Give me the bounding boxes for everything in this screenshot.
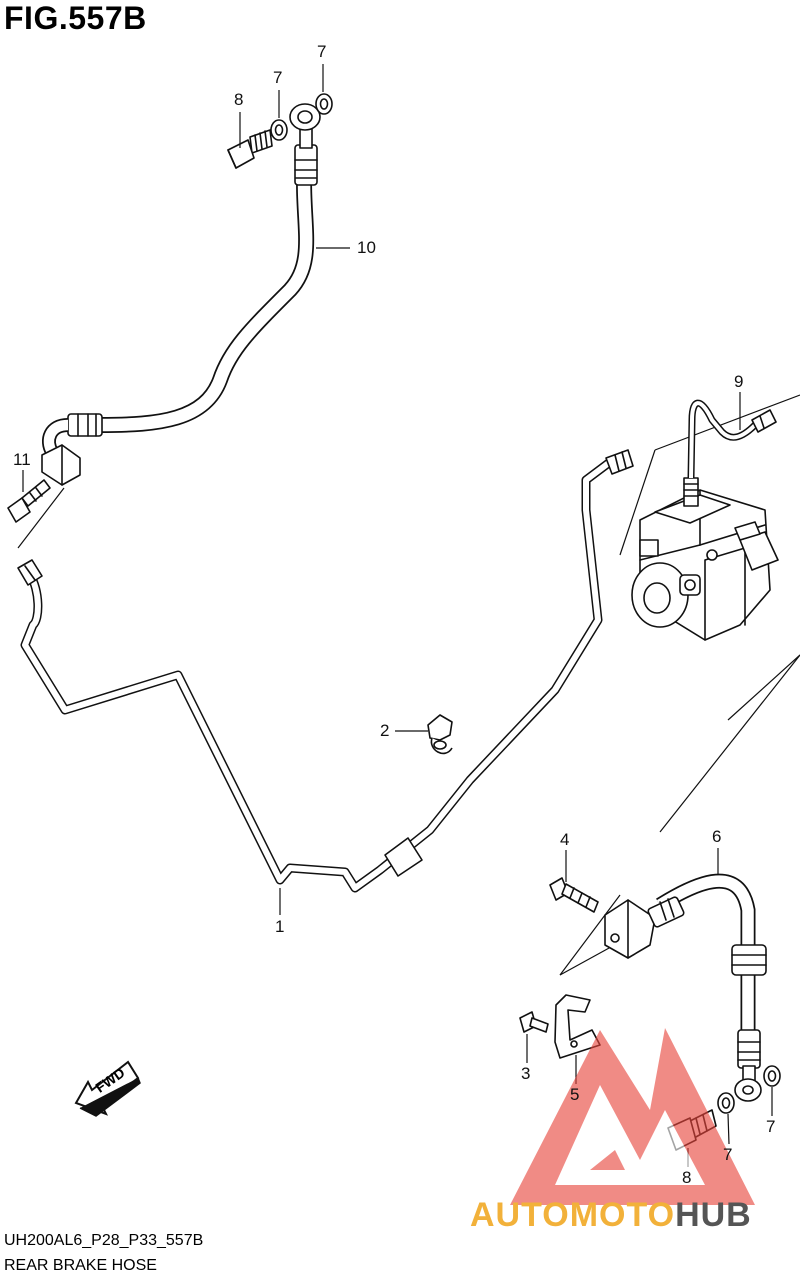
abs-unit [619, 394, 800, 721]
brake-hose-lower [604, 873, 767, 1102]
callout-7-top-left: 7 [273, 68, 283, 87]
watermark-text-hub: HUB [675, 1196, 752, 1234]
callout-4: 4 [560, 830, 570, 849]
callout-2: 2 [380, 721, 390, 740]
watermark-text: AUTOMOTOHUB [470, 1196, 752, 1235]
clamp-bolt [7, 479, 51, 523]
leader-block [559, 894, 621, 976]
callout-7-lower-left: 7 [723, 1145, 733, 1164]
callout-1: 1 [275, 917, 285, 936]
brake-pipe [17, 449, 634, 893]
callout-8-top: 8 [234, 90, 244, 109]
sealing-washer-lower-right [763, 1065, 781, 1087]
callout-3: 3 [521, 1064, 531, 1083]
figure-title: FIG.557B [4, 0, 147, 36]
watermark-text-automoto: AUTOMOTO [470, 1196, 676, 1234]
callout-7-lower-right: 7 [766, 1117, 776, 1136]
callout-11: 11 [13, 450, 31, 469]
callout-6: 6 [712, 827, 722, 846]
sealing-washer-top-right [315, 93, 333, 115]
callout-8-lower: 8 [682, 1168, 692, 1187]
brake-hose-upper [41, 103, 321, 486]
callout-5: 5 [570, 1085, 580, 1104]
leader-clamp [17, 487, 65, 549]
union-bolt-top [227, 129, 273, 169]
hose-bolt [549, 877, 599, 913]
abs-pipe [687, 399, 777, 479]
callout-7-top-right: 7 [317, 42, 327, 61]
sealing-washer-lower-left [717, 1092, 735, 1114]
hose-bracket [554, 994, 601, 1059]
fwd-arrow-icon [74, 1060, 141, 1117]
sealing-washer-top-left [270, 119, 288, 141]
automotohub-logo-icon [510, 1028, 755, 1205]
callout-10: 10 [357, 238, 376, 257]
figure-caption: REAR BRAKE HOSE [4, 1257, 157, 1274]
leader-abs-to-block [659, 654, 800, 833]
pipe-clip [427, 714, 453, 755]
bracket-bolt [519, 1011, 549, 1033]
figure-code: UH200AL6_P28_P33_557B [4, 1232, 204, 1249]
callout-9: 9 [734, 372, 744, 391]
